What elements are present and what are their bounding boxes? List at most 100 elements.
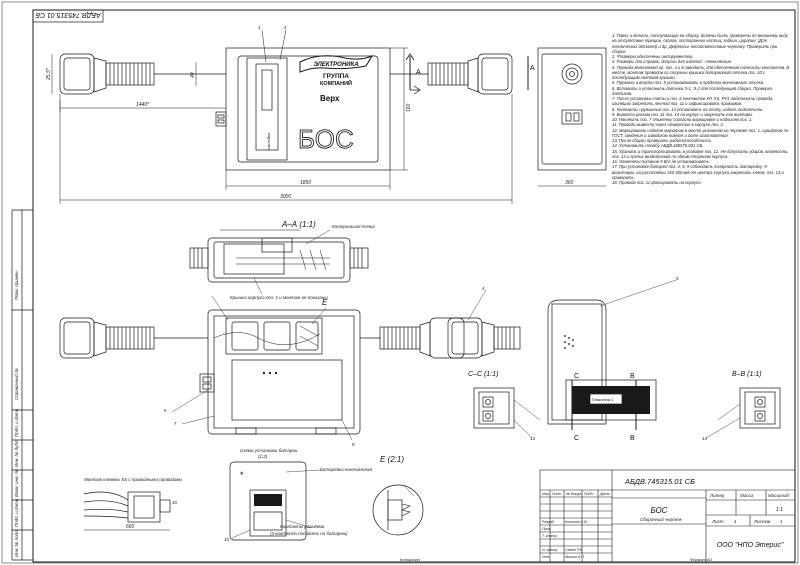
tech-req-12: 13. После сборки проверить работоспособн… (612, 138, 712, 143)
tech-req-7: 8. Контакты пружинные поз. 14 установить… (612, 106, 764, 112)
main-front-view: наклейка ЭЛЕКТРОНИКА ГРУППА КОМПАНИЙ Вер… (59, 47, 513, 171)
tb-col-4: Дата (599, 492, 609, 496)
mark-b-top: В (630, 373, 635, 380)
leader-1: 1 (258, 25, 261, 30)
tb-role-4: Н. контр. (542, 548, 558, 552)
group-line1: ГРУППА (323, 73, 349, 80)
section-cc: 13 (473, 387, 541, 441)
leader-13: 13 (530, 436, 536, 441)
leader-3: 3 (676, 276, 679, 281)
section-cc-title: С–С (1:1) (468, 371, 498, 378)
tb-name-0: Копылов С.В. (565, 520, 588, 524)
strip-label-5: Подп. и дата (14, 498, 19, 527)
tech-req-16: 17. При установке батарей поз. 4, 5, 9 с… (612, 164, 784, 180)
title-block (539, 469, 796, 563)
callout-cover-note: Крышка корпуса поз. 1 и монтаж не показа… (230, 295, 328, 300)
code-rotated-text: АБДВ.745315.01 СБ (35, 11, 102, 18)
tb-sheets-no: 1 (780, 519, 783, 524)
tb-col-1: Лист (551, 492, 561, 496)
wire-install-view: 660 10 (83, 491, 178, 531)
tb-stage-2: Масштаб (768, 493, 789, 498)
tb-stage-1: Масса (740, 493, 754, 498)
strip-label-3: Инв. № дубл. (14, 439, 19, 467)
right-connector (390, 53, 513, 95)
tb-name-5: Мишин А.П. (565, 555, 585, 559)
tb-sheet-label: Лист (711, 519, 724, 524)
tb-name-4: Семин Р.В. (565, 548, 583, 552)
tb-col-2: № докум. (566, 492, 582, 496)
leader-2: 2 (284, 25, 287, 30)
battery-scheme-title: Схема установки батареи (240, 448, 298, 453)
tech-req-14: 15. Хранить и транспортировать в упаковк… (612, 148, 789, 159)
tb-role-5: Утв. (542, 555, 550, 559)
main-body (225, 47, 391, 171)
code-rotated-box: АБДВ.745315.01 СБ (32, 9, 104, 23)
strip-label-2: Подп. и дата (14, 408, 19, 437)
left-connector (59, 53, 226, 95)
leader-4: 4 (482, 286, 485, 291)
section-aa-title: А–А (1:1) (281, 220, 316, 229)
section-bb: 14 (702, 387, 781, 441)
internal-view: Е 6 7 9 (59, 295, 465, 447)
tb-copied: Копировал (400, 557, 421, 562)
top-label: Верх (320, 94, 340, 103)
callout-contact-springs: Контакты разъёмов (280, 524, 325, 529)
section-aa: Контрольная точка Крышка корпуса поз. 1 … (189, 224, 375, 300)
tech-req-2: 3. Размеры для справок, допуски для изде… (612, 59, 733, 65)
tb-doc-type: Сборочный чертеж (640, 516, 682, 522)
dim-left-h: 25,5* (46, 67, 52, 81)
tb-col-3: Подп. (584, 492, 594, 496)
right-housing: 3 Пластина 1 С С В В (547, 276, 679, 442)
mark-star: * (240, 470, 244, 480)
callout-contact-springs2: (3 контакта посадить на батарею) (270, 531, 348, 536)
strip-label-0: Справочный № (13, 368, 19, 400)
wire-install-title: Монтаж клеммы XS с проводными проводами (84, 477, 183, 482)
tb-stage-0: Литер (709, 493, 725, 498)
svg-text:наклейка: наклейка (266, 132, 271, 150)
tech-req-5: 6. Вставить и уплотнить датчики Э-1, Э-2… (612, 85, 772, 96)
leader-10: 10 (224, 537, 230, 542)
dim-len-total: 3000 (280, 194, 291, 200)
mark-a-side: А (530, 65, 535, 72)
tech-req-1: 2. *Размеры обеспечены инструментом. (612, 54, 694, 59)
left-strip (11, 209, 33, 561)
inner-frame (32, 9, 796, 563)
tech-req-10: 11. Провода вывести через отверстие в ко… (612, 122, 724, 128)
leader-14: 14 (702, 436, 708, 441)
strip-label-4: Взам. инв. № (14, 469, 19, 497)
tb-scale: 1:1 (776, 507, 783, 513)
tech-req-17: 18. Провода поз. 11 фиксировать на корпу… (612, 180, 702, 185)
tb-format: Формат А3 (690, 557, 713, 562)
tb-doc-code: АБДВ.745315.01 СБ (624, 477, 695, 486)
company-logo: ЭЛЕКТРОНИКА ГРУППА КОМПАНИЙ (299, 54, 374, 87)
tech-req-15: 16. Элементы питания 9 В/А не устанавлив… (612, 159, 711, 164)
leader-7: 7 (174, 421, 177, 426)
mark-b-bottom: В (630, 435, 635, 442)
tb-sheet-no: 1 (734, 519, 737, 524)
group-line2: КОМПАНИЙ (320, 79, 352, 87)
tb-sheets-label: Листов (753, 519, 771, 524)
tb-name: БОС (650, 506, 667, 515)
tech-req-8: 9. Вывести разъем поз. 11 поз. 14 на кор… (612, 111, 754, 117)
mark-c-bottom: С (574, 435, 579, 442)
tech-req-3: 4. Провода монтажной гр. поз. 4 и 8 заво… (612, 64, 790, 81)
battery-scheme: * Батарейки-контактная Контакты разъёмов… (224, 461, 372, 542)
tech-req-0: 1. Пайку и детали, поступающие на сборку… (612, 33, 788, 54)
leader-9: 9 (352, 442, 355, 447)
callout-contact: Контрольная точка (332, 224, 375, 229)
view-e-title: Е (2:1) (380, 455, 404, 464)
section-bb-title: В–В (1:1) (732, 371, 762, 378)
view-e (372, 484, 424, 536)
tb-role-1: Пров. (542, 527, 551, 531)
side-view: 360 А (527, 47, 607, 187)
main-dimensions: 1440* 1850 3000 160 25,5* 40 1 2 (46, 25, 513, 204)
product-label: БОС (298, 124, 354, 154)
tech-req-13: 14. Установить пломбу АБДВ.468575.001 СБ… (612, 143, 704, 149)
dim-side-w: 360 (565, 180, 574, 186)
mark-c-top: С (574, 373, 579, 380)
strip-label-6: Инв. № подл. (14, 529, 19, 557)
tech-req-4: 5. Пружины и втулки поз. 9 устанавливать… (612, 80, 765, 86)
leader-6: 6 (164, 408, 167, 413)
dim-height: 160 (406, 103, 412, 112)
